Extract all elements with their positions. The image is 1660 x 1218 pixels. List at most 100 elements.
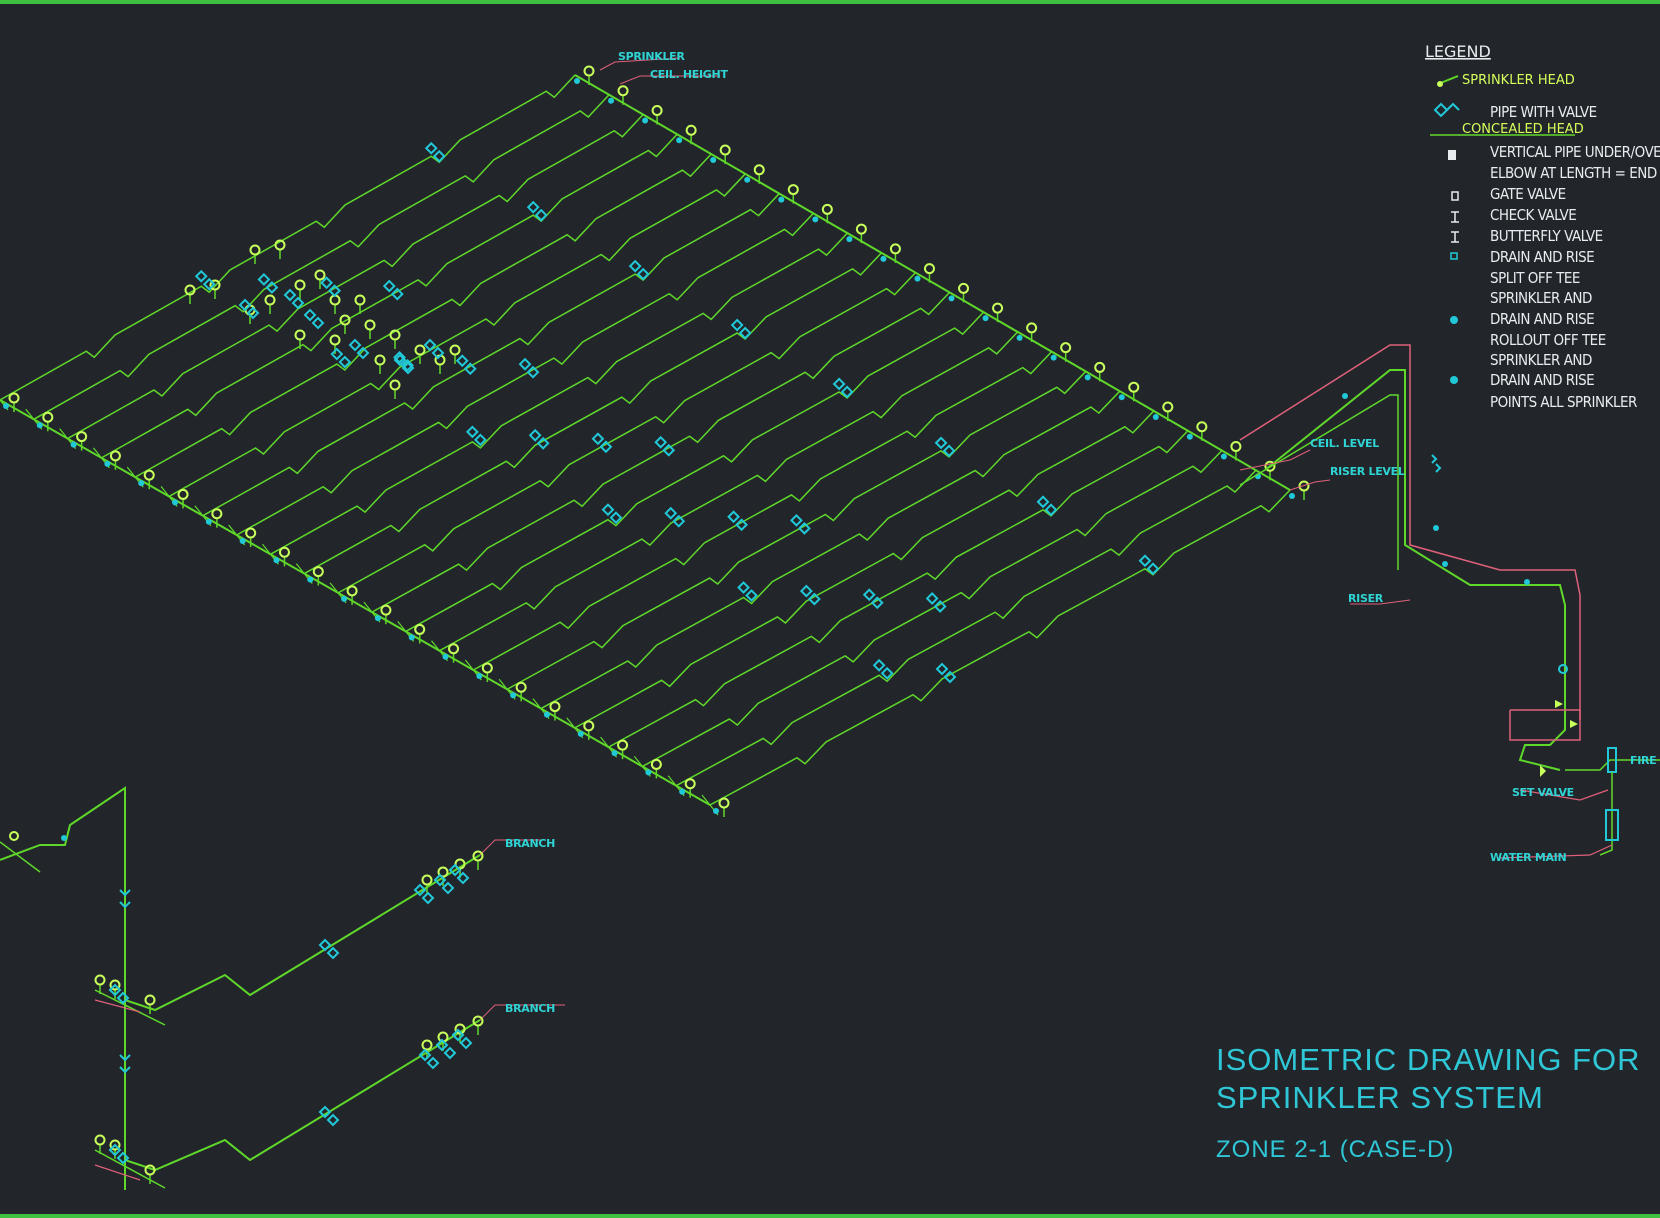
legend-item-3: GATE VALVE [1490, 185, 1566, 203]
sprinkler-head-icon [437, 866, 449, 878]
fitting-icon [745, 589, 758, 602]
tag-sprinkler: SPRINKLER [618, 50, 685, 63]
fitting-icon [799, 584, 813, 598]
fitting-dot [1118, 394, 1125, 401]
tag-set-valve: SET VALVE [1512, 786, 1574, 799]
far-main-pipe [574, 74, 1291, 491]
sprinkler-head-icon [294, 279, 306, 291]
legend-item-13: POINTS ALL SPRINKLER [1490, 393, 1637, 411]
sprinkler-head-icon [414, 623, 426, 635]
branch-line-pipe [506, 370, 1087, 690]
fitting-icon [348, 338, 362, 352]
sprinkler-head-icon [109, 450, 121, 462]
fitting-icon [455, 354, 469, 368]
fitting-icon [421, 891, 435, 905]
fitting-icon [636, 267, 650, 281]
fitting-icon [518, 357, 532, 371]
riser-pipe [1239, 344, 1660, 859]
sprinkler-head-icon [339, 314, 351, 326]
sprinkler-head-icon [472, 850, 484, 862]
right-tags: CEIL. LEVEL RISER LEVEL RISER SET VALVE … [1239, 437, 1660, 864]
sprinkler-head-icon [109, 979, 121, 991]
branch-line-pipe [472, 351, 1053, 671]
fitting-icon [840, 385, 854, 399]
branch-line-pipe [202, 193, 780, 517]
legend-item-1: VERTICAL PIPE UNDER/OVER HEAD [1490, 143, 1660, 161]
sprinkler-head-icon [346, 585, 358, 597]
fitting-dot [846, 236, 853, 243]
fitting-icon [393, 350, 406, 364]
sprinkler-head-icon [889, 243, 901, 255]
fitting-dot [713, 808, 719, 814]
fitting-icon [246, 306, 260, 320]
sprinkler-head-icon [184, 284, 196, 296]
fitting-clusters [194, 141, 1160, 684]
sprinkler-head-icon [1094, 361, 1106, 373]
sprinkler-head-icon [472, 1015, 484, 1027]
fitting-dot [982, 315, 989, 322]
sprinkler-head-icon [958, 282, 970, 294]
fitting-dot [914, 275, 921, 282]
legend-items: PIPE WITH VALVE VERTICAL PIPE UNDER/OVER … [1490, 103, 1660, 411]
fitting-icon [735, 518, 748, 532]
fitting-icon [1146, 562, 1160, 576]
fitting-dot [138, 480, 145, 487]
fitting-icon [599, 440, 613, 454]
legend-item-7: SPLIT OFF TEE [1490, 269, 1580, 287]
fitting-icon [934, 436, 948, 450]
fitting-dot [70, 441, 77, 448]
sprinkler-head-icon [144, 994, 156, 1006]
legend-item-4: CHECK VALVE [1490, 206, 1576, 224]
fitting-icon [943, 670, 957, 684]
fitting-icon [435, 1038, 449, 1052]
fitting-icon [238, 298, 252, 312]
sprinkler-head-icon [1298, 480, 1310, 492]
tag-riser-level: RISER LEVEL [1330, 465, 1405, 478]
fitting-icon [925, 592, 939, 605]
sprinkler-head-icon [249, 244, 261, 256]
fitting-icon [318, 938, 332, 952]
legend-item-0: PIPE WITH VALVE [1490, 103, 1597, 121]
sprinkler-head-icon [515, 681, 527, 693]
fitting-icon [738, 326, 752, 340]
fitting-dot [1084, 374, 1091, 381]
sprinkler-head-icon [312, 566, 324, 578]
fitting-icon [935, 662, 949, 676]
fitting-icon [318, 1105, 332, 1119]
fitting-icon [737, 581, 750, 594]
zone-label: ZONE 2-1 (CASE-D) [1216, 1136, 1454, 1163]
fitting-icon [413, 883, 427, 897]
fitting-icon [257, 273, 271, 286]
legend-item-12: DRAIN AND RISE [1490, 371, 1594, 389]
fitting-icon [601, 503, 615, 517]
fitting-dot [408, 634, 415, 641]
fitting-dot [577, 730, 584, 737]
sprinkler-head-icon [684, 778, 696, 790]
fitting-dot [205, 518, 212, 525]
cross-main-pipe [0, 399, 711, 806]
fitting-icon [807, 592, 821, 606]
sprinkler-head-icon [109, 1139, 121, 1151]
tag-fire-pump: FIRE PUMP [1630, 754, 1660, 767]
fitting-dot [1186, 433, 1193, 440]
fitting-dot [374, 615, 381, 622]
tag-water-main: WATER MAIN [1490, 851, 1566, 864]
branch-line-pipe [709, 489, 1291, 806]
fitting-dot [880, 255, 887, 262]
fitting-dot [172, 499, 179, 506]
fitting-icon [664, 506, 678, 520]
sprinkler-head-icon [583, 65, 595, 77]
sprinkler-head-icon [245, 527, 257, 539]
title-block: ISOMETRIC DRAWING FOR SPRINKLER SYSTEM Z… [1216, 1042, 1640, 1163]
sprinkler-head-icon [1060, 342, 1072, 354]
tag-riser: RISER [1348, 592, 1384, 605]
fitting-dot [948, 295, 955, 302]
sprinkler-head-icon [94, 1134, 106, 1146]
branch-line-pipe [101, 133, 678, 459]
fitting-dot [574, 78, 580, 84]
fitting-icon [418, 1048, 432, 1062]
fitting-dot [341, 595, 348, 602]
fitting-icon [328, 284, 341, 298]
fitting-icon [609, 511, 623, 525]
fitting-icon [448, 863, 462, 877]
